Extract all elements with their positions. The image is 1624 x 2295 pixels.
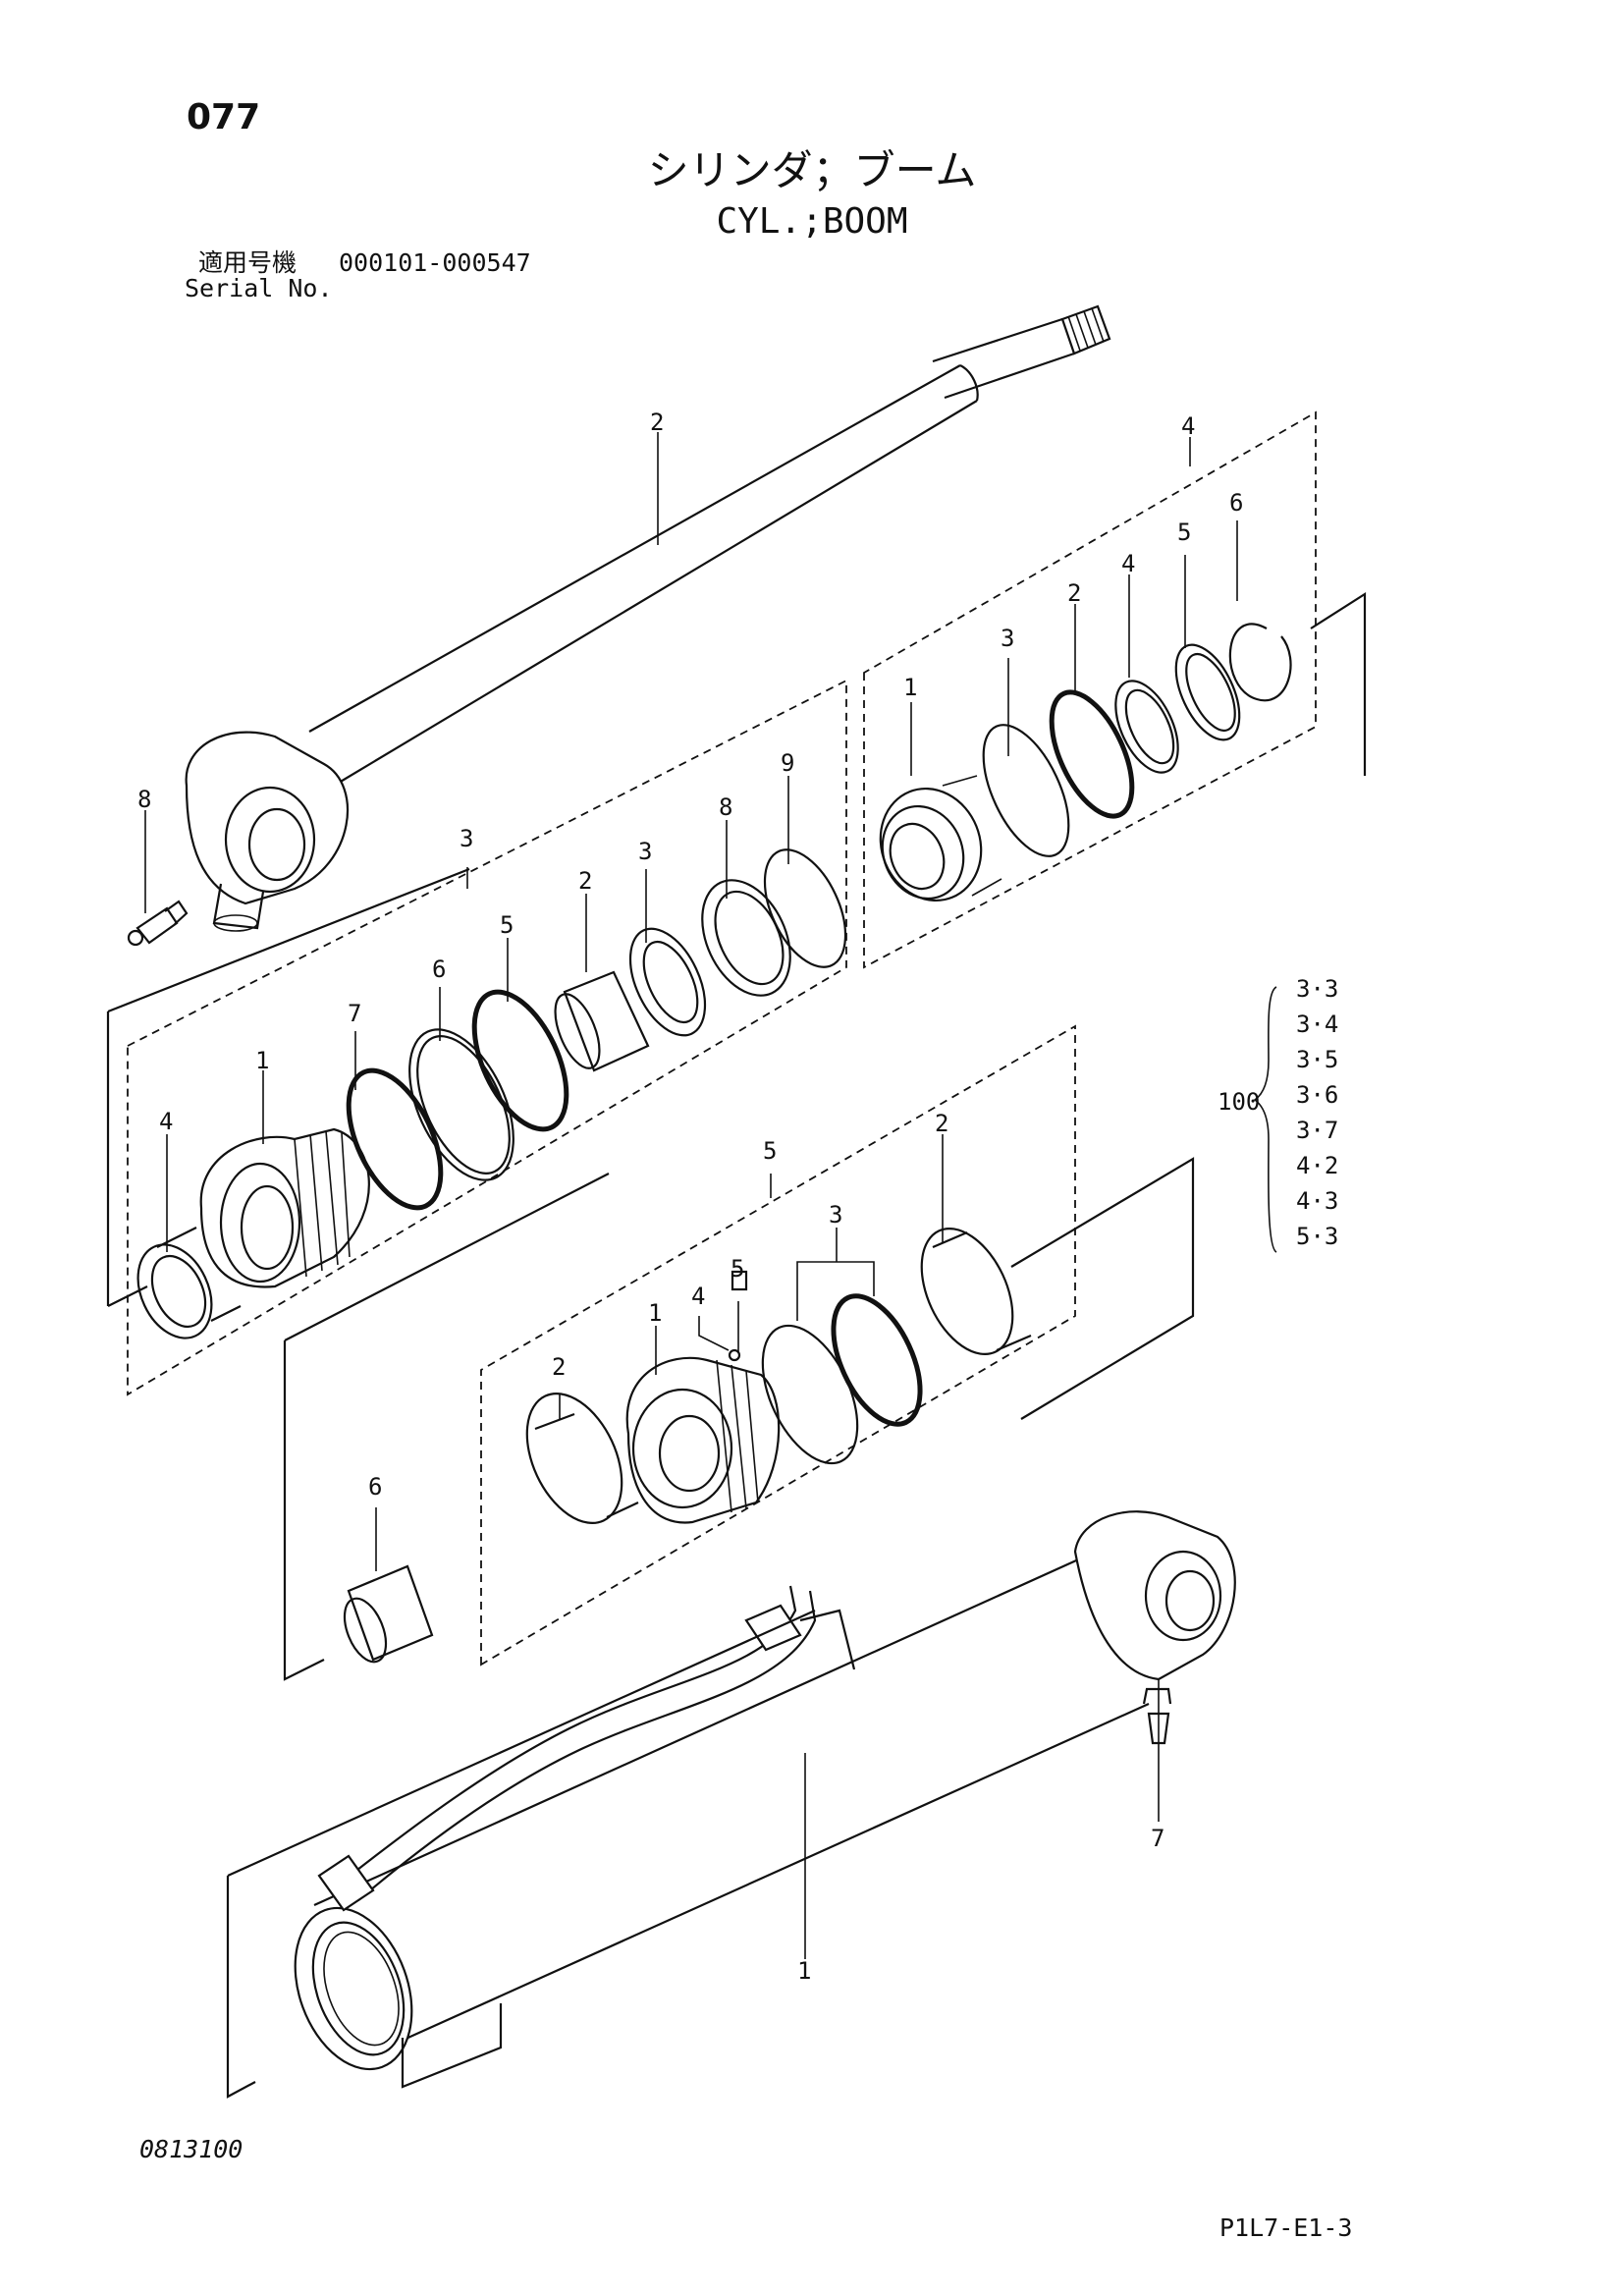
- callout-head-item-1: 1: [903, 674, 917, 701]
- kit-item: 3·5: [1296, 1046, 1338, 1073]
- piston-parts: [525, 1227, 1032, 1524]
- drawing-number: 0813100: [139, 2135, 244, 2163]
- callout-piston-item-2-right: 2: [935, 1110, 948, 1137]
- callout-rod: 2: [650, 409, 664, 436]
- title-english: CYL.;BOOM: [716, 201, 908, 242]
- callout-rod-item-3: 3: [638, 838, 652, 865]
- kit-item: 3·7: [1296, 1117, 1338, 1144]
- callout-head-item-6: 6: [1229, 489, 1243, 517]
- callout-piston-item-4: 4: [691, 1283, 705, 1310]
- callout-rod-item-7: 7: [348, 1000, 361, 1027]
- tube-grease-nipple: [1142, 1687, 1172, 1745]
- kit-item: 4·3: [1296, 1187, 1338, 1215]
- callout-piston-item-2-left: 2: [552, 1353, 566, 1381]
- callout-rod-group: 3: [460, 825, 473, 852]
- callout-head-item-4: 4: [1121, 550, 1135, 577]
- kit-item: 3·4: [1296, 1011, 1338, 1038]
- callout-rod-item-8: 8: [719, 793, 732, 821]
- serial-label-japanese: 適用号機: [198, 248, 298, 277]
- rod-grease-nipple: [127, 900, 189, 947]
- piston-rod: [185, 304, 1111, 932]
- callout-nut: 6: [368, 1473, 382, 1501]
- title-japanese: シリンダ；ブーム: [647, 146, 977, 194]
- cylinder-head-group-box: [863, 410, 1317, 969]
- callout-head-item-5: 5: [1177, 519, 1191, 546]
- piston-nut: [343, 1564, 434, 1664]
- page-code: P1L7-E1-3: [1219, 2213, 1353, 2242]
- rod-head-parts: [136, 848, 847, 1339]
- callout-piston-group: 5: [763, 1137, 777, 1165]
- piston-group-box: [480, 1024, 1076, 1667]
- callout-head-item-2: 2: [1067, 579, 1081, 607]
- kit-item: 4·2: [1296, 1152, 1338, 1179]
- callout-rod-item-4: 4: [159, 1108, 173, 1135]
- callout-piston-item-1: 1: [648, 1299, 662, 1327]
- rod-head-group-box: [127, 679, 847, 1396]
- serial-label-english: Serial No.: [185, 274, 333, 302]
- callout-rod-item-6: 6: [432, 956, 446, 983]
- seal-kit-list: 100 3·3 3·4 3·5 3·6 3·7 4·2 4·3 5·3: [1218, 975, 1338, 1253]
- callout-tube-grease: 7: [1151, 1825, 1164, 1852]
- callout-rod-item-1: 1: [255, 1047, 269, 1074]
- serial-range: 000101-000547: [339, 248, 531, 277]
- callout-head-group: 4: [1181, 412, 1195, 440]
- callout-rod-grease: 8: [137, 786, 151, 813]
- kit-item: 3·3: [1296, 975, 1338, 1003]
- callout-rod-item-2: 2: [578, 867, 592, 895]
- callout-rod-item-5: 5: [500, 911, 514, 939]
- callout-head-item-3: 3: [1001, 625, 1014, 652]
- callout-piston-item-5: 5: [731, 1255, 744, 1283]
- kit-item: 3·6: [1296, 1081, 1338, 1109]
- kit-item: 5·3: [1296, 1223, 1338, 1250]
- callout-tube: 1: [797, 1957, 811, 1985]
- callout-rod-item-9: 9: [781, 749, 794, 777]
- kit-number: 100: [1218, 1088, 1260, 1116]
- cylinder-tube: [294, 1510, 1236, 2089]
- cylinder-head-parts: [879, 623, 1292, 902]
- page-number: 077: [187, 97, 261, 137]
- callout-piston-item-3: 3: [829, 1201, 842, 1229]
